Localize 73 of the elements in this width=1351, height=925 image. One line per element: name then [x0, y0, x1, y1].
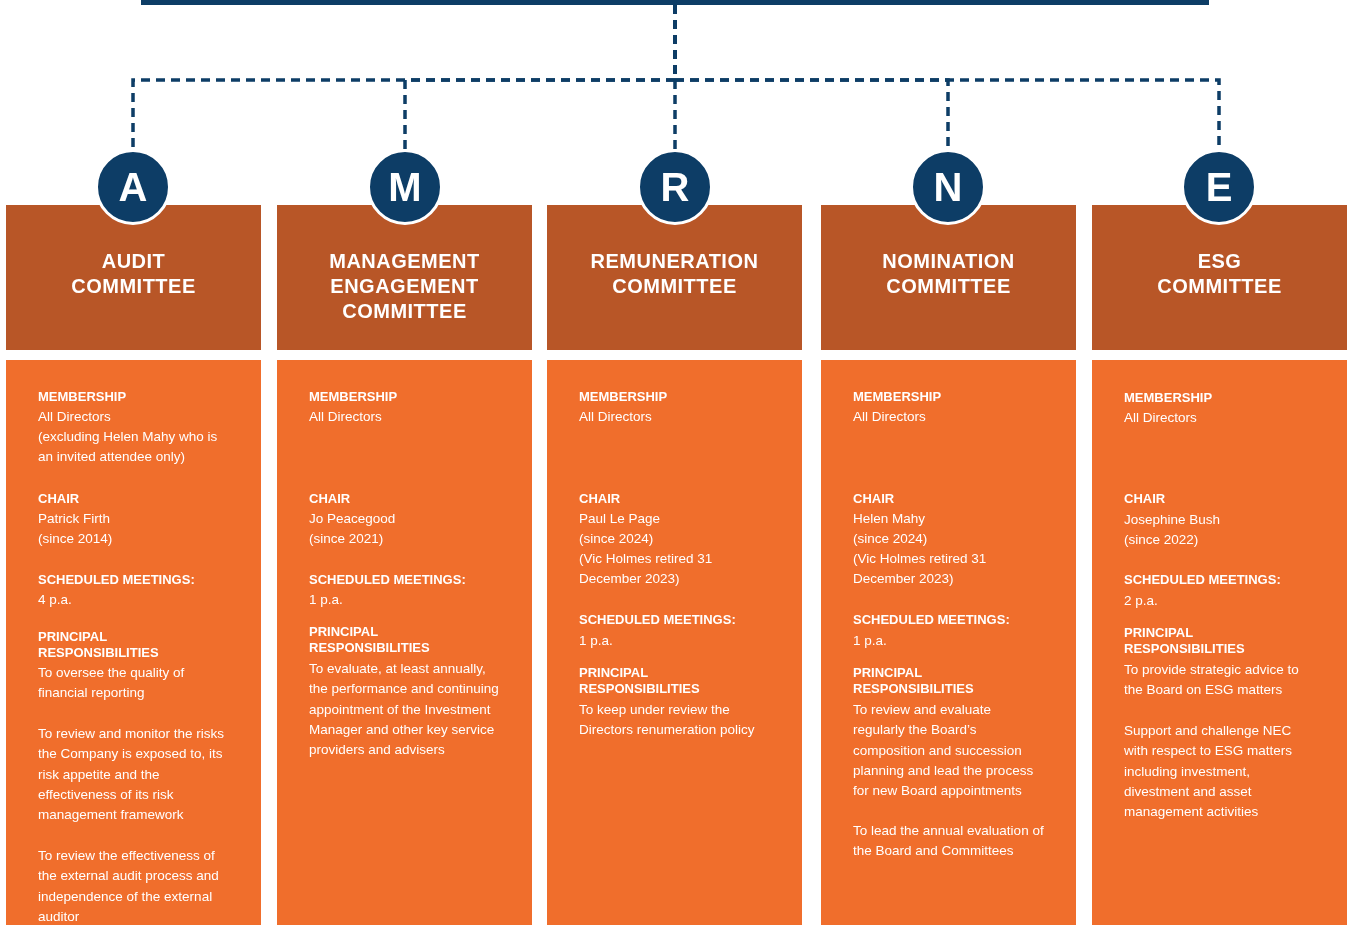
- body-text: Jo Peacegood: [309, 510, 397, 528]
- letter-circle: N: [910, 149, 986, 225]
- committee-title: MANAGEMENT ENGAGEMENT COMMITTEE: [329, 249, 480, 324]
- details-panel: [6, 360, 261, 925]
- body-text: 1 p.a.: [579, 632, 614, 650]
- section-heading: MEMBERSHIP: [853, 389, 943, 405]
- body-text: To lead the annual evaluation of the Board and Committees: [853, 822, 1045, 861]
- section-heading: PRINCIPAL RESPONSIBILITIES: [1124, 625, 1246, 657]
- section-heading: SCHEDULED MEETINGS:: [38, 572, 196, 588]
- section-heading: MEMBERSHIP: [579, 389, 669, 405]
- section-heading: SCHEDULED MEETINGS:: [579, 612, 737, 628]
- body-text: All Directors: [1124, 409, 1198, 427]
- body-text: (since 2014): [38, 530, 114, 548]
- section-heading: CHAIR: [853, 491, 896, 507]
- top-bar: [141, 0, 1209, 5]
- body-text: All Directors: [853, 408, 927, 426]
- section-heading: MEMBERSHIP: [38, 389, 128, 405]
- body-text: Helen Mahy: [853, 510, 927, 528]
- body-text: Josephine Bush: [1124, 511, 1222, 529]
- body-text: 2 p.a.: [1124, 592, 1159, 610]
- body-text: (since 2024): [579, 530, 655, 548]
- letter-circle: E: [1181, 149, 1257, 225]
- committee-title: AUDIT COMMITTEE: [71, 249, 196, 299]
- body-text: To review the effectiveness of the external audit process and independence of the external auditor: [38, 847, 220, 925]
- details-panel: [277, 360, 532, 925]
- section-heading: SCHEDULED MEETINGS:: [1124, 572, 1282, 588]
- section-heading: CHAIR: [38, 491, 81, 507]
- header-box: [547, 205, 802, 350]
- body-text: (since 2024): [853, 530, 929, 548]
- header-box: [1092, 205, 1347, 350]
- section-heading: SCHEDULED MEETINGS:: [853, 612, 1011, 628]
- body-text: Patrick Firth: [38, 510, 111, 528]
- section-heading: CHAIR: [579, 491, 622, 507]
- header-box: [821, 205, 1076, 350]
- section-heading: CHAIR: [309, 491, 352, 507]
- section-heading: MEMBERSHIP: [1124, 390, 1214, 406]
- body-text: Support and challenge NEC with respect to ESG matters including investment, divestment and asset management activities: [1124, 722, 1294, 822]
- section-heading: CHAIR: [1124, 491, 1167, 507]
- header-box: [277, 205, 532, 350]
- section-heading: PRINCIPAL RESPONSIBILITIES: [309, 624, 431, 656]
- body-text: To review and evaluate regularly the Board’s composition and succession planning and lead the process for new Board appointments: [853, 701, 1035, 801]
- committee-title: ESG COMMITTEE: [1157, 249, 1282, 299]
- letter-circle: R: [637, 149, 713, 225]
- body-text: To evaluate, at least annually, the performance and continuing appointment of the Investment Manager and other key service providers and advisers: [309, 660, 500, 760]
- details-panel: [547, 360, 802, 925]
- committee-title: NOMINATION COMMITTEE: [882, 249, 1015, 299]
- details-panel: [1092, 360, 1347, 925]
- section-heading: PRINCIPAL RESPONSIBILITIES: [579, 665, 701, 697]
- body-text: (Vic Holmes retired 31 December 2023): [579, 550, 714, 589]
- body-text: To oversee the quality of financial reporting: [38, 664, 186, 703]
- header-box: [6, 205, 261, 350]
- body-text: All Directors: [579, 408, 653, 426]
- body-text: All Directors: [38, 408, 112, 426]
- committee-title: REMUNERATION COMMITTEE: [590, 249, 759, 299]
- body-text: To provide strategic advice to the Board on ESG matters: [1124, 661, 1300, 700]
- section-heading: PRINCIPAL RESPONSIBILITIES: [38, 629, 160, 661]
- body-text: To review and monitor the risks the Company is exposed to, its risk appetite and the effectiveness of its risk management framework: [38, 725, 226, 825]
- body-text: To keep under review the Directors renumeration policy: [579, 701, 756, 740]
- section-heading: MEMBERSHIP: [309, 389, 399, 405]
- body-text: 1 p.a.: [309, 591, 344, 609]
- body-text: 1 p.a.: [853, 632, 888, 650]
- section-heading: PRINCIPAL RESPONSIBILITIES: [853, 665, 975, 697]
- letter-circle: A: [95, 149, 171, 225]
- body-text: 4 p.a.: [38, 591, 73, 609]
- details-panel: [821, 360, 1076, 925]
- body-text: (excluding Helen Mahy who is an invited attendee only): [38, 428, 219, 467]
- body-text: Paul Le Page: [579, 510, 662, 528]
- body-text: All Directors: [309, 408, 383, 426]
- body-text: (since 2022): [1124, 531, 1200, 549]
- body-text: (since 2021): [309, 530, 385, 548]
- letter-circle: M: [367, 149, 443, 225]
- body-text: (Vic Holmes retired 31 December 2023): [853, 550, 988, 589]
- section-heading: SCHEDULED MEETINGS:: [309, 572, 467, 588]
